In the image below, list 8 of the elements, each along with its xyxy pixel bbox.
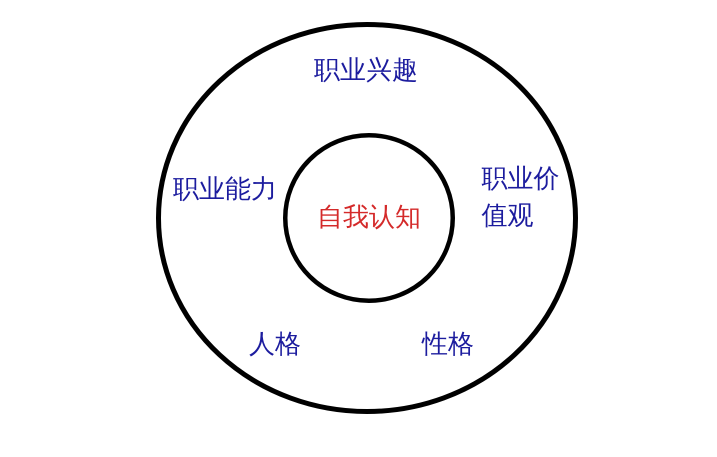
center-label: 自我认知 [317, 202, 421, 234]
ring-label: 人格 [249, 329, 301, 361]
inner-circle [283, 133, 455, 303]
ring-label: 职业能力 [173, 174, 277, 206]
ring-label: 职业价值观 [481, 163, 560, 233]
ring-label: 性格 [422, 329, 474, 361]
outer-circle [156, 22, 578, 414]
ring-label: 职业兴趣 [314, 55, 418, 87]
